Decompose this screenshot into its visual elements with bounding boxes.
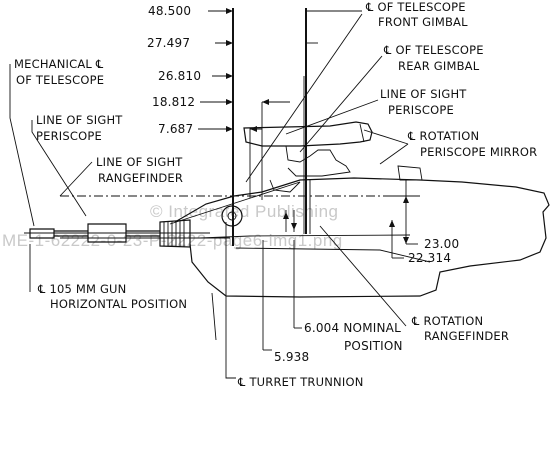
dim-2300: 23.00 — [424, 237, 459, 251]
sight-block — [397, 165, 423, 181]
dim-26810: 26.810 — [158, 69, 201, 83]
dim-6004: 6.004 NOMINAL — [304, 321, 401, 335]
leader-rot-mirror — [363, 129, 409, 145]
label-gun-1: ℄ 105 MM GUN — [37, 282, 126, 296]
leader-los-rf-l — [59, 161, 93, 197]
label-rot-mirror-2: PERISCOPE MIRROR — [420, 145, 537, 159]
label-los-peri-r-1: LINE OF SIGHT — [380, 87, 467, 101]
label-los-rf-2: RANGEFINDER — [98, 171, 183, 185]
barrel-tube — [54, 230, 88, 237]
periscope-housing — [243, 121, 373, 147]
label-mech-cl-1: MECHANICAL ℄ — [14, 57, 104, 71]
bore-evacuator — [87, 223, 127, 243]
dim-27497: 27.497 — [147, 36, 190, 50]
leader-rot-rf — [319, 225, 407, 327]
barrel-tube-2 — [126, 230, 160, 237]
leader-los-peri-r — [285, 99, 379, 135]
leader-tel-rear — [299, 55, 383, 153]
leader-rot-mirror-2 — [379, 143, 409, 165]
leader-tel-front — [245, 13, 363, 183]
turret-bottom-edge — [211, 292, 217, 341]
label-los-peri-l-2: PERISCOPE — [36, 129, 102, 143]
label-tel-front-1: ℄ OF TELESCOPE — [365, 0, 466, 14]
dim-22314: 22.314 — [408, 251, 451, 265]
label-gun-2: HORIZONTAL POSITION — [50, 297, 187, 311]
dim-5938: 5.938 — [274, 350, 309, 364]
label-los-rf-1: LINE OF SIGHT — [96, 155, 183, 169]
dim-7687: 7.687 — [158, 122, 193, 136]
label-tel-front-2: FRONT GIMBAL — [378, 15, 468, 29]
label-rot-mirror-1: ℄ ROTATION — [407, 129, 479, 143]
label-mech-cl-2: OF TELESCOPE — [16, 73, 104, 87]
label-los-peri-r-2: PERISCOPE — [388, 103, 454, 117]
dim-18812: 18.812 — [152, 95, 195, 109]
label-trunnion: ℄ TURRET TRUNNION — [237, 375, 364, 389]
label-rot-rf-2: RANGEFINDER — [424, 329, 509, 343]
leader-trunnion — [225, 370, 236, 379]
dim-line-2300 — [392, 180, 420, 244]
periscope-window — [359, 123, 365, 143]
dim-6004-position: POSITION — [344, 339, 403, 353]
gun-barrel — [29, 228, 55, 239]
turret-outline — [174, 177, 550, 298]
dim-48500: 48.500 — [148, 4, 191, 18]
label-rot-rf-1: ℄ ROTATION — [411, 314, 483, 328]
turret-inner-line — [199, 234, 411, 239]
periscope-sight-line — [169, 181, 301, 225]
periscope-body — [285, 145, 351, 177]
periscope-base — [269, 179, 301, 193]
watermark-line-1: © Integrated Publishing — [150, 202, 338, 221]
label-los-peri-l-1: LINE OF SIGHT — [36, 113, 123, 127]
label-tel-rear-1: ℄ OF TELESCOPE — [383, 43, 484, 57]
leader-mech-cl — [9, 64, 35, 227]
mantlet-threads — [163, 221, 185, 247]
turret-lower-contour — [235, 247, 431, 263]
label-tel-rear-2: REAR GIMBAL — [398, 59, 480, 73]
